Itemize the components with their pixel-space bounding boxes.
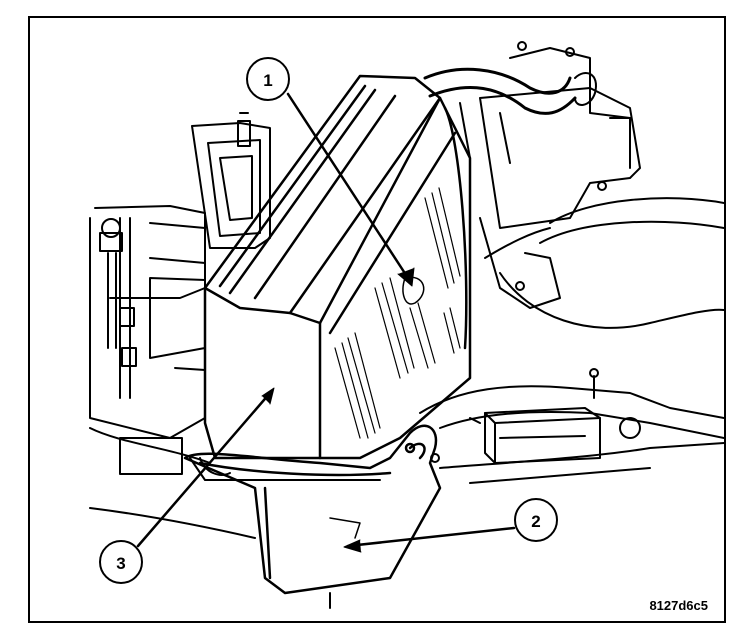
blower-ring bbox=[484, 197, 724, 329]
evaporator-core bbox=[203, 74, 472, 460]
housing-bracket-left bbox=[191, 112, 271, 249]
diagram-frame: 1 2 3 8127d6c5 bbox=[28, 16, 726, 623]
hvac-housing-illustration: 1 2 3 bbox=[89, 41, 724, 609]
housing-bracket-right bbox=[479, 41, 641, 309]
core-seal-tab bbox=[402, 276, 425, 305]
core-fin-shading bbox=[334, 187, 461, 439]
actuator-connector bbox=[484, 407, 601, 464]
callout-2: 2 bbox=[343, 498, 558, 553]
callout-1: 1 bbox=[246, 57, 415, 287]
distribution-duct bbox=[419, 368, 724, 484]
callout-3: 3 bbox=[99, 387, 275, 584]
lower-housing-case bbox=[183, 424, 442, 595]
callout-2-label: 2 bbox=[531, 512, 540, 531]
callout-1-label: 1 bbox=[263, 71, 272, 90]
figure-reference-id: 8127d6c5 bbox=[649, 598, 708, 613]
cross-bar bbox=[89, 427, 381, 609]
blend-door-assembly bbox=[89, 205, 206, 439]
callout-3-label: 3 bbox=[116, 554, 125, 573]
heater-hoses bbox=[423, 67, 597, 164]
